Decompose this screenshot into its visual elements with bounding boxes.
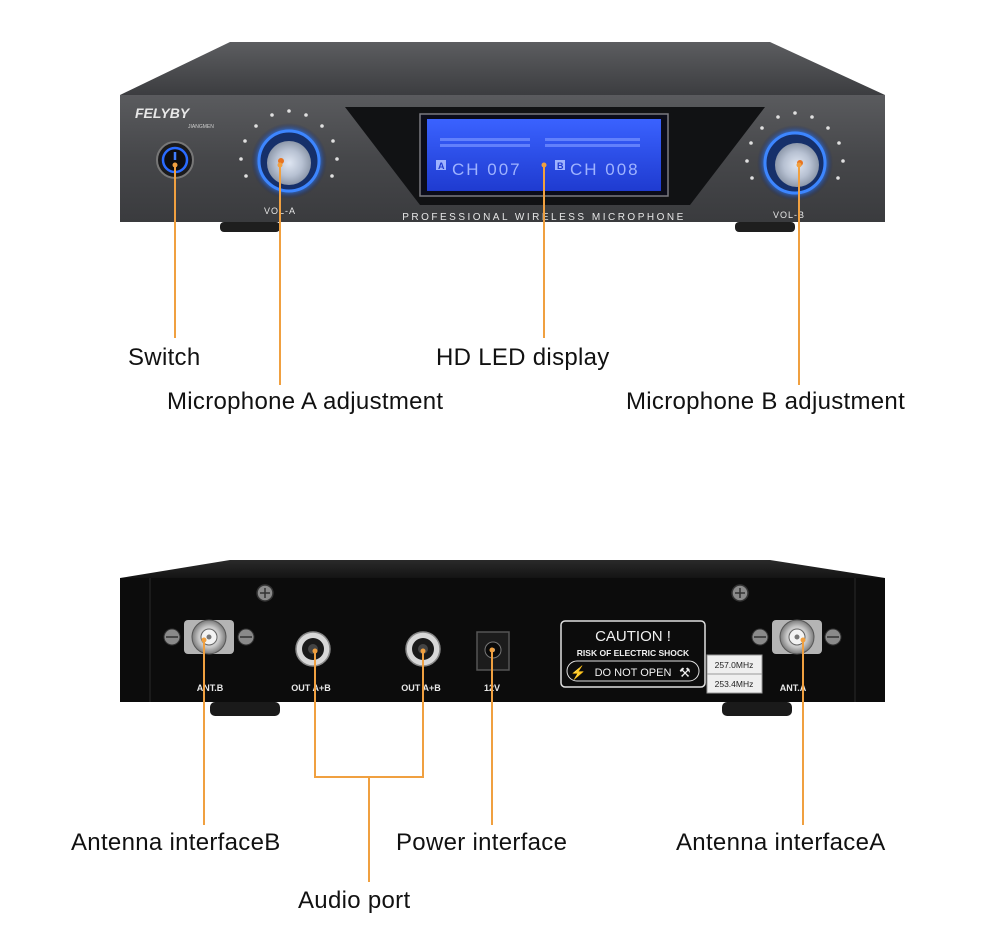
callout-microphone-a: Microphone A adjustment: [167, 388, 444, 415]
vol-a-dot-ring: [239, 109, 339, 178]
out-1-label: OUT A+B: [291, 683, 331, 693]
front-leader-lines: [172, 162, 802, 385]
callout-antenna-b: Antenna interfaceB: [71, 829, 281, 856]
rear-foot-right: [722, 702, 792, 716]
display-marker-b: B: [557, 161, 564, 171]
rear-top-screws: [256, 584, 749, 602]
rear-chassis-top: [120, 560, 885, 578]
ant-b-label: ANT.B: [197, 683, 224, 693]
front-foot-left: [220, 222, 280, 232]
callout-hd-led-display: HD LED display: [436, 344, 610, 371]
display-channel-a: CH 007: [452, 160, 522, 179]
callout-power-interface: Power interface: [396, 829, 568, 856]
vol-b-label: VOL-B: [773, 210, 805, 220]
brand-logo: FELYBY: [135, 105, 191, 121]
display-marker-b-box: [555, 160, 565, 170]
brand-sub: JIANGMEN: [188, 124, 214, 130]
frequency-sticker: 257.0MHz 253.4MHz: [706, 654, 763, 694]
front-unit: FELYBY JIANGMEN VOL-A: [120, 42, 885, 232]
frequency-2: 253.4MHz: [715, 679, 754, 689]
rear-unit: ANT.B OUT A+B OUT A+B 12V CAUTION ! RISK…: [120, 560, 885, 716]
callout-antenna-a: Antenna interfaceA: [676, 829, 886, 856]
vol-b-dot-ring: [745, 111, 845, 180]
audio-out-jack-1[interactable]: [295, 631, 331, 667]
front-foot-right: [735, 222, 795, 232]
rear-foot-left: [210, 702, 280, 716]
display-marker-a-box: [436, 160, 446, 170]
antenna-a-connector[interactable]: [751, 619, 842, 655]
front-chassis-top: [120, 42, 885, 95]
panel-caption: PROFESSIONAL WIRELESS MICROPHONE: [402, 212, 686, 223]
tools-icon: ⚒: [679, 665, 691, 680]
lightning-icon: ⚡: [570, 665, 586, 681]
display-segments: [440, 138, 640, 147]
callout-switch: Switch: [128, 344, 201, 371]
caution-label: CAUTION ! RISK OF ELECTRIC SHOCK ⚡ DO NO…: [560, 620, 706, 688]
callout-microphone-b: Microphone B adjustment: [626, 388, 906, 415]
antenna-b-connector[interactable]: [163, 619, 255, 655]
frequency-1: 257.0MHz: [715, 660, 754, 670]
ant-a-label: ANT.A: [780, 683, 807, 693]
caution-line2: DO NOT OPEN: [595, 667, 672, 679]
caution-line1: RISK OF ELECTRIC SHOCK: [577, 648, 690, 658]
caution-title: CAUTION !: [595, 628, 671, 645]
out-2-label: OUT A+B: [401, 683, 441, 693]
display-channel-b: CH 008: [570, 160, 640, 179]
vol-a-knob[interactable]: [239, 109, 339, 199]
rear-leader-lines: [201, 637, 806, 882]
display-marker-a: A: [438, 161, 445, 171]
callout-audio-port: Audio port: [298, 887, 411, 914]
